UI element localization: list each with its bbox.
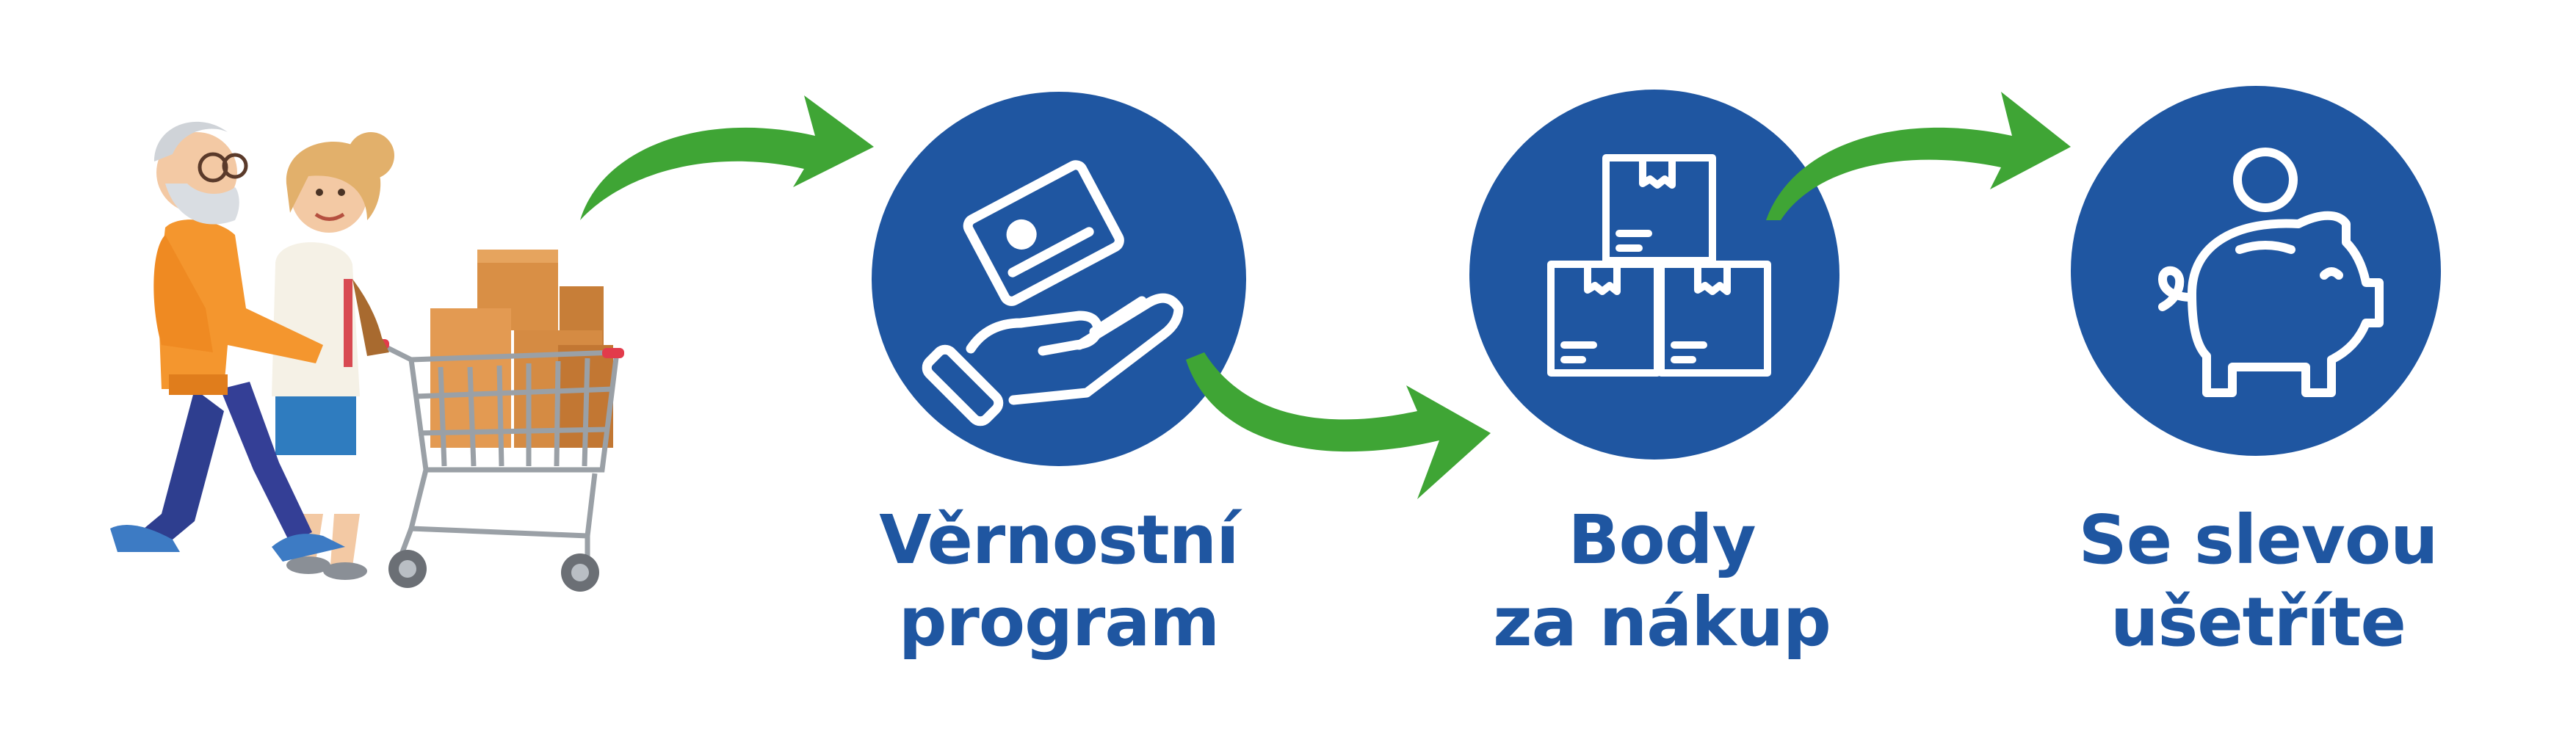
- stacked-boxes-icon: [1547, 154, 1771, 377]
- arrow-to-step-2: [1186, 352, 1491, 499]
- shopping-cart: [380, 342, 620, 565]
- cart-wheels: [388, 550, 599, 592]
- step-3-label-line2: ušetříte: [2110, 583, 2406, 661]
- step-3-circle: [2071, 86, 2441, 456]
- arrow-to-step-1: [580, 95, 874, 220]
- piggy-bank-coin-icon: [2158, 148, 2384, 397]
- step-2-label-line1: Body: [1568, 501, 1756, 579]
- arrow-to-step-3: [1766, 92, 2071, 220]
- step-2-label: Body za nákup: [1441, 499, 1882, 664]
- step-1-label-line2: program: [898, 583, 1220, 661]
- cart-bumper: [602, 348, 624, 358]
- card-in-hand-icon: [922, 160, 1184, 426]
- step-1-label: Věrnostní program: [839, 499, 1279, 664]
- step-3-label-line1: Se slevou: [2078, 501, 2438, 579]
- man: [110, 121, 345, 562]
- step-1-label-line1: Věrnostní: [879, 501, 1239, 579]
- elderly-couple-with-shopping-cart: [110, 121, 624, 592]
- step-3-label: Se slevou ušetříte: [2038, 499, 2478, 664]
- step-2-label-line2: za nákup: [1493, 583, 1831, 661]
